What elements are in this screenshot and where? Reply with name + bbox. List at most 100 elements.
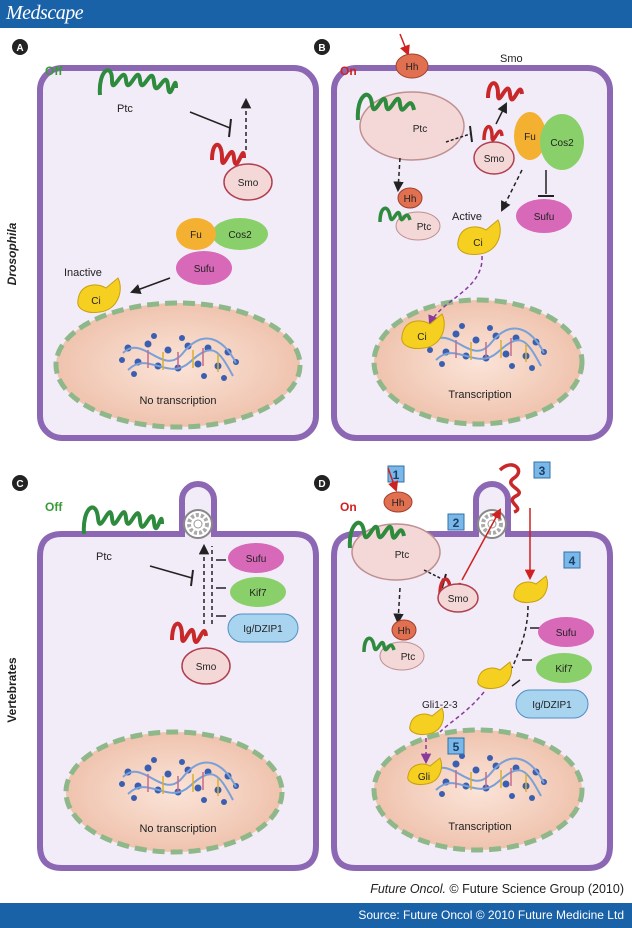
svg-text:Ci: Ci — [473, 238, 482, 249]
step-badge-4 — [563, 551, 581, 569]
svg-text:Ptc: Ptc — [413, 124, 427, 135]
svg-text:4: 4 — [569, 554, 576, 568]
igdzip1-protein — [515, 689, 589, 719]
ptc-receptor — [97, 68, 178, 96]
side-label-drosophila: Drosophila — [5, 222, 19, 285]
sufu-protein — [176, 251, 232, 285]
svg-text:Gli: Gli — [418, 772, 430, 783]
svg-text:Ig/DZIP1: Ig/DZIP1 — [532, 700, 572, 711]
ptc-receptor — [81, 505, 164, 535]
nucleus-label: No transcription — [139, 823, 216, 835]
svg-text:5: 5 — [453, 740, 460, 754]
svg-text:Sufu: Sufu — [194, 264, 215, 275]
side-label-vertebrates: Vertebrates — [5, 657, 19, 723]
nucleus-label: Transcription — [448, 389, 511, 401]
active-label: Active — [452, 211, 482, 223]
state-label: On — [340, 500, 357, 514]
sufu-protein — [538, 617, 594, 647]
panel-a: No transcription A Off Ptc Smo Cos2 Fu S… — [12, 39, 319, 441]
nucleus — [371, 297, 585, 427]
svg-text:Fu: Fu — [190, 230, 202, 241]
panel-marker — [314, 475, 330, 491]
nucleus-label: Transcription — [448, 821, 511, 833]
svg-text:Sufu: Sufu — [556, 628, 577, 639]
fu-protein — [176, 218, 216, 250]
panel-letter: C — [16, 479, 23, 490]
svg-text:1: 1 — [393, 468, 400, 482]
svg-text:Hh: Hh — [392, 498, 405, 509]
svg-text:Kif7: Kif7 — [555, 664, 573, 675]
smo-receptor — [170, 621, 208, 644]
step-badge-3 — [533, 461, 551, 479]
svg-text:Ci: Ci — [417, 332, 426, 343]
svg-text:3: 3 — [539, 464, 546, 478]
brand-logo: Medscape — [6, 2, 84, 24]
svg-text:Hh: Hh — [404, 194, 417, 205]
smo-ciliary — [498, 463, 521, 514]
footer-bar: Source: Future Oncol © 2010 Future Medic… — [0, 903, 632, 928]
sufu-protein — [228, 543, 284, 573]
ptc-receptor-bound — [351, 523, 441, 581]
svg-text:Smo: Smo — [448, 594, 469, 605]
header-bar: Medscape — [0, 0, 632, 28]
svg-text:2: 2 — [453, 516, 460, 530]
panel-letter: D — [318, 479, 325, 490]
svg-text:Ptc: Ptc — [417, 222, 431, 233]
state-label: Off — [45, 500, 63, 514]
svg-text:Sufu: Sufu — [246, 554, 267, 565]
figure-credit: Future Oncol. © Future Science Group (20… — [370, 882, 624, 896]
smo-protein — [223, 163, 273, 201]
panel-b: Transcription B On Hh Ptc Smo Smo Fu Cos… — [314, 33, 613, 441]
step-badge-2 — [447, 513, 465, 531]
svg-text:Ptc: Ptc — [395, 550, 409, 561]
cos2-protein — [540, 114, 584, 170]
svg-text:Cos2: Cos2 — [228, 230, 252, 241]
inactive-label: Inactive — [64, 267, 102, 279]
svg-text:Ptc: Ptc — [401, 652, 415, 663]
smo-protein — [473, 141, 515, 175]
hh-ligand — [395, 53, 429, 79]
panel-marker — [12, 39, 28, 55]
ci-protein — [457, 219, 501, 255]
svg-text:Ci: Ci — [91, 296, 100, 307]
smo-protein — [437, 583, 479, 613]
ptc-label: Ptc — [117, 103, 133, 115]
basal-body-icon — [182, 508, 214, 540]
panel-marker — [12, 475, 28, 491]
svg-text:Smo: Smo — [238, 178, 259, 189]
svg-text:Ig/DZIP1: Ig/DZIP1 — [243, 624, 283, 635]
step-badge-5 — [447, 737, 465, 755]
svg-text:Smo: Smo — [196, 662, 217, 673]
kif7-protein — [230, 577, 286, 607]
hh-ligand — [383, 491, 413, 513]
ptc-label: Ptc — [96, 551, 112, 563]
ci-protein — [77, 277, 121, 313]
nucleus-label: No transcription — [139, 395, 216, 407]
copyright-text: © Future Science Group (2010) — [445, 882, 624, 896]
panel-marker — [314, 39, 330, 55]
panel-letter: A — [16, 43, 23, 54]
svg-text:Kif7: Kif7 — [249, 588, 267, 599]
smo-receptor — [210, 142, 246, 166]
state-label: Off — [45, 64, 63, 78]
journal-name: Future Oncol. — [370, 882, 446, 896]
svg-text:Cos2: Cos2 — [550, 138, 574, 149]
panel-d: Transcription D On 1 2 3 4 5 Hh Ptc Smo … — [314, 461, 613, 871]
hedgehog-pathway-diagram: No transcription A Off Ptc Smo Cos2 Fu S… — [5, 33, 613, 871]
gli123-label: Gli1-2-3 — [422, 700, 458, 711]
smo-top-label: Smo — [500, 53, 523, 65]
kif7-protein — [536, 653, 592, 683]
svg-text:Fu: Fu — [524, 132, 536, 143]
svg-text:Smo: Smo — [484, 154, 505, 165]
state-label: On — [340, 64, 357, 78]
fu-protein — [514, 112, 546, 160]
cos2-protein — [212, 218, 268, 250]
igdzip1-protein — [227, 613, 299, 643]
smo-protein — [181, 647, 231, 685]
svg-text:Hh: Hh — [406, 62, 419, 73]
ci-nuclear-protein — [401, 313, 445, 349]
gli-nuclear-protein — [407, 757, 442, 785]
panel-letter: B — [318, 43, 325, 54]
sufu-protein — [516, 199, 572, 233]
source-text: Source: Future Oncol © 2010 Future Medic… — [358, 908, 624, 922]
